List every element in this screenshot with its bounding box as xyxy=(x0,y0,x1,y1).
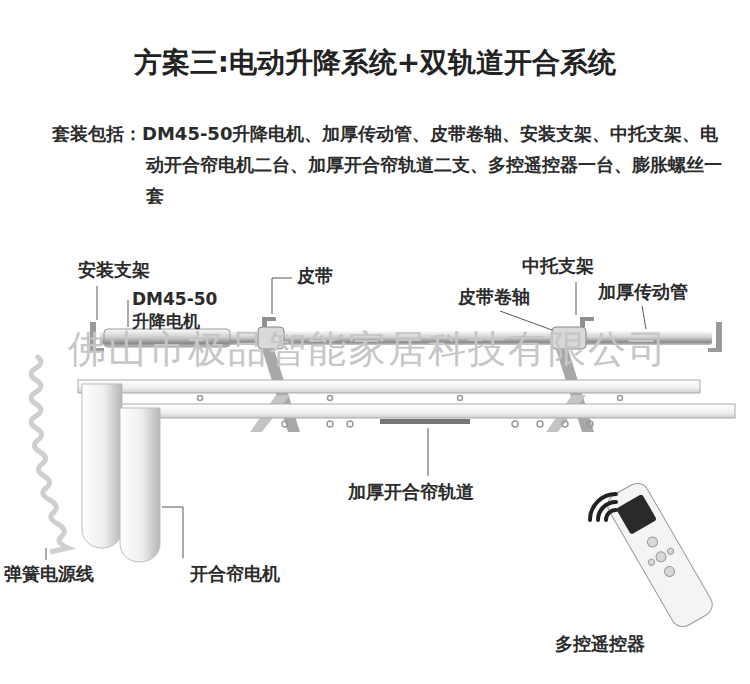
curtain-track xyxy=(120,404,735,418)
middle-bracket xyxy=(580,317,594,327)
track-carriage xyxy=(380,419,470,424)
part-label: 开合帘电机 xyxy=(190,562,280,585)
runners xyxy=(198,396,623,428)
spring-cord xyxy=(31,356,68,552)
part-label: 加厚开合帘轨道 xyxy=(348,480,474,503)
part-label: 中托支架 xyxy=(522,254,594,277)
middle-bracket xyxy=(262,317,276,327)
part-label: 弹簧电源线 xyxy=(4,562,94,585)
signal-waves xyxy=(590,494,616,520)
leader-lines xyxy=(46,278,646,560)
part-label: DM45-50 升降电机 xyxy=(132,288,232,332)
mount-bracket xyxy=(708,322,722,352)
part-label: 皮带卷轴 xyxy=(458,285,530,308)
curtain-track xyxy=(78,380,700,393)
package-contents: 套装包括：DM45-50升降电机、加厚传动管、皮带卷轴、安装支架、中托支架、电动… xyxy=(52,118,724,211)
title: 方案三:电动升降系统+双轨道开合系统 xyxy=(0,44,750,82)
part-label: 安装支架 xyxy=(78,258,150,281)
part-label: 多控遥控器 xyxy=(555,632,645,655)
remote-control xyxy=(603,479,716,631)
part-label: 皮带 xyxy=(297,264,333,287)
part-label: 加厚传动管 xyxy=(598,280,688,303)
curtain-motor xyxy=(82,384,122,548)
watermark: 佛山市极品智能家居科技有限公司 xyxy=(68,328,668,370)
curtain-motor xyxy=(120,408,160,562)
